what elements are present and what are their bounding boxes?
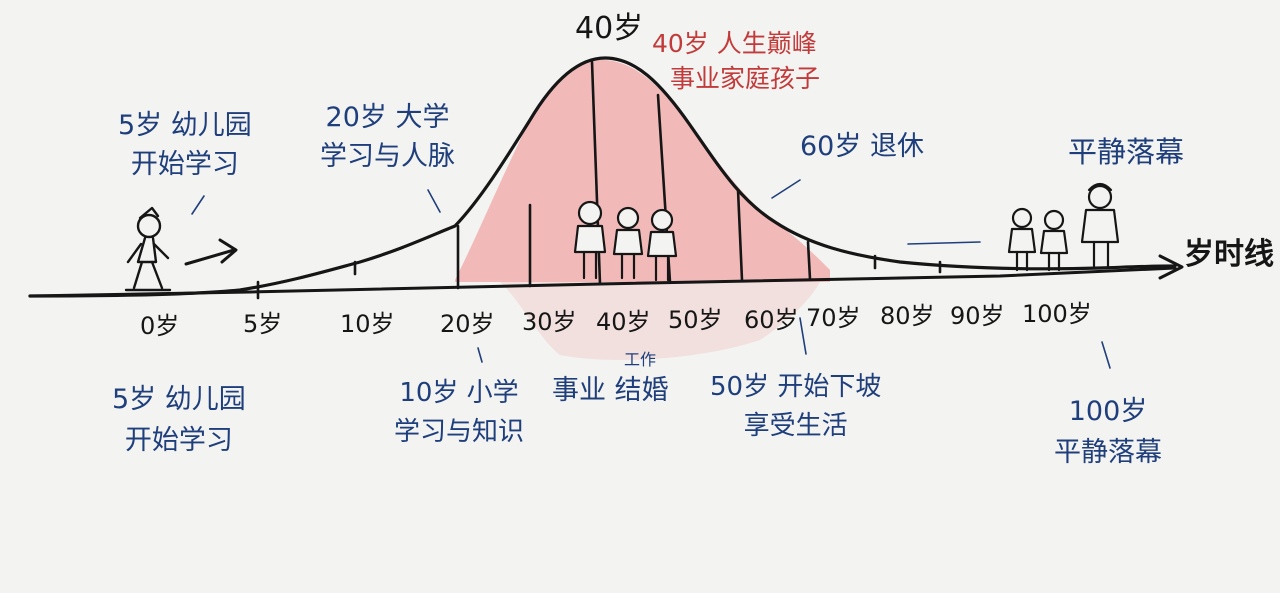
axis-tick-label: 80岁	[880, 302, 935, 330]
decline-note: 50岁 开始下坡 享受生活	[710, 368, 881, 446]
pointer-flat	[907, 241, 981, 245]
person-figure-icon	[1007, 207, 1037, 272]
primary-school-note: 10岁 小学 学习与知识	[394, 374, 524, 452]
retire-note: 60岁 退休	[800, 131, 924, 162]
axis-tick-label: 90岁	[950, 302, 1005, 330]
university-note: 20岁 大学 学习与人脉	[320, 98, 455, 176]
kindergarten-note-top-line-1: 5岁 幼儿园	[118, 110, 252, 141]
pointer-strokes	[191, 179, 1111, 369]
end-note-bottom-line-1: 100岁	[1068, 396, 1148, 427]
axis-end-label: 岁时线	[1184, 237, 1274, 272]
pointer-primary	[477, 347, 483, 363]
axis-tick-label: 10岁	[340, 310, 395, 338]
pointer-university	[427, 189, 441, 213]
peak-age-label: 40岁	[575, 11, 644, 46]
axis-arrowhead	[1158, 254, 1184, 280]
decline-note-line-1: 50岁 开始下坡	[710, 372, 882, 402]
axis-tick-label: 20岁	[440, 310, 495, 338]
elderly-figures-icon	[1007, 182, 1120, 272]
career-small-note: 工作	[624, 350, 657, 369]
decline-note-line-2: 享受生活	[743, 411, 848, 441]
career-note: 事业 结婚	[552, 375, 669, 406]
peak-note-line-1: 40岁 人生巅峰	[652, 29, 817, 58]
life-curve	[28, 56, 1177, 298]
axis-tick-label: 30岁	[522, 308, 577, 336]
kindergarten-note-bottom-line-1: 5岁 幼儿园	[112, 384, 246, 415]
axis-tick-label: 0岁	[140, 312, 180, 340]
person-figure-icon	[1039, 209, 1069, 272]
peak-note-line-2: 事业家庭孩子	[670, 64, 821, 93]
axis-tick-label: 70岁	[806, 304, 861, 332]
axis-tick-label: 100岁	[1022, 300, 1092, 328]
child-figure-icon	[124, 206, 172, 292]
person-figure-icon	[573, 200, 607, 280]
pointer-end	[1101, 341, 1111, 369]
peak-note: 40岁 人生巅峰 事业家庭孩子	[652, 26, 820, 96]
end-note-top: 平静落幕	[1068, 135, 1185, 169]
primary-school-note-line-2: 学习与知识	[394, 417, 525, 447]
pointer-kindergarten	[191, 195, 205, 215]
axis-tick-label: 5岁	[243, 310, 283, 338]
axis-tick-label: 40岁	[596, 308, 651, 336]
peak-area-fill	[455, 59, 830, 282]
primary-school-note-line-1: 10岁 小学	[399, 378, 519, 408]
pointer-retire	[771, 179, 801, 199]
university-note-line-2: 学习与人脉	[320, 141, 455, 173]
peak-area-fill-soft	[500, 282, 820, 360]
end-note-bottom: 100岁 平静落幕	[1054, 392, 1162, 473]
axis-tick-label: 60岁	[744, 306, 799, 334]
kindergarten-note-top-line-2: 开始学习	[130, 149, 239, 181]
old-person-figure-icon	[1080, 182, 1120, 270]
person-figure-icon	[646, 208, 678, 282]
end-note-bottom-line-2: 平静落幕	[1054, 436, 1162, 468]
divider-70	[806, 240, 812, 281]
family-figures-icon	[573, 200, 678, 282]
forward-arrow-icon	[184, 238, 238, 266]
kindergarten-note-top: 5岁 幼儿园 开始学习	[118, 106, 252, 184]
kindergarten-note-bottom: 5岁 幼儿园 开始学习	[112, 380, 246, 461]
university-note-line-1: 20岁 大学	[325, 102, 450, 133]
divider-60	[736, 188, 744, 282]
axis-tick-label: 50岁	[668, 306, 723, 334]
kindergarten-note-bottom-line-2: 开始学习	[124, 424, 233, 456]
pointer-decline	[799, 317, 807, 355]
person-figure-icon	[612, 206, 644, 280]
